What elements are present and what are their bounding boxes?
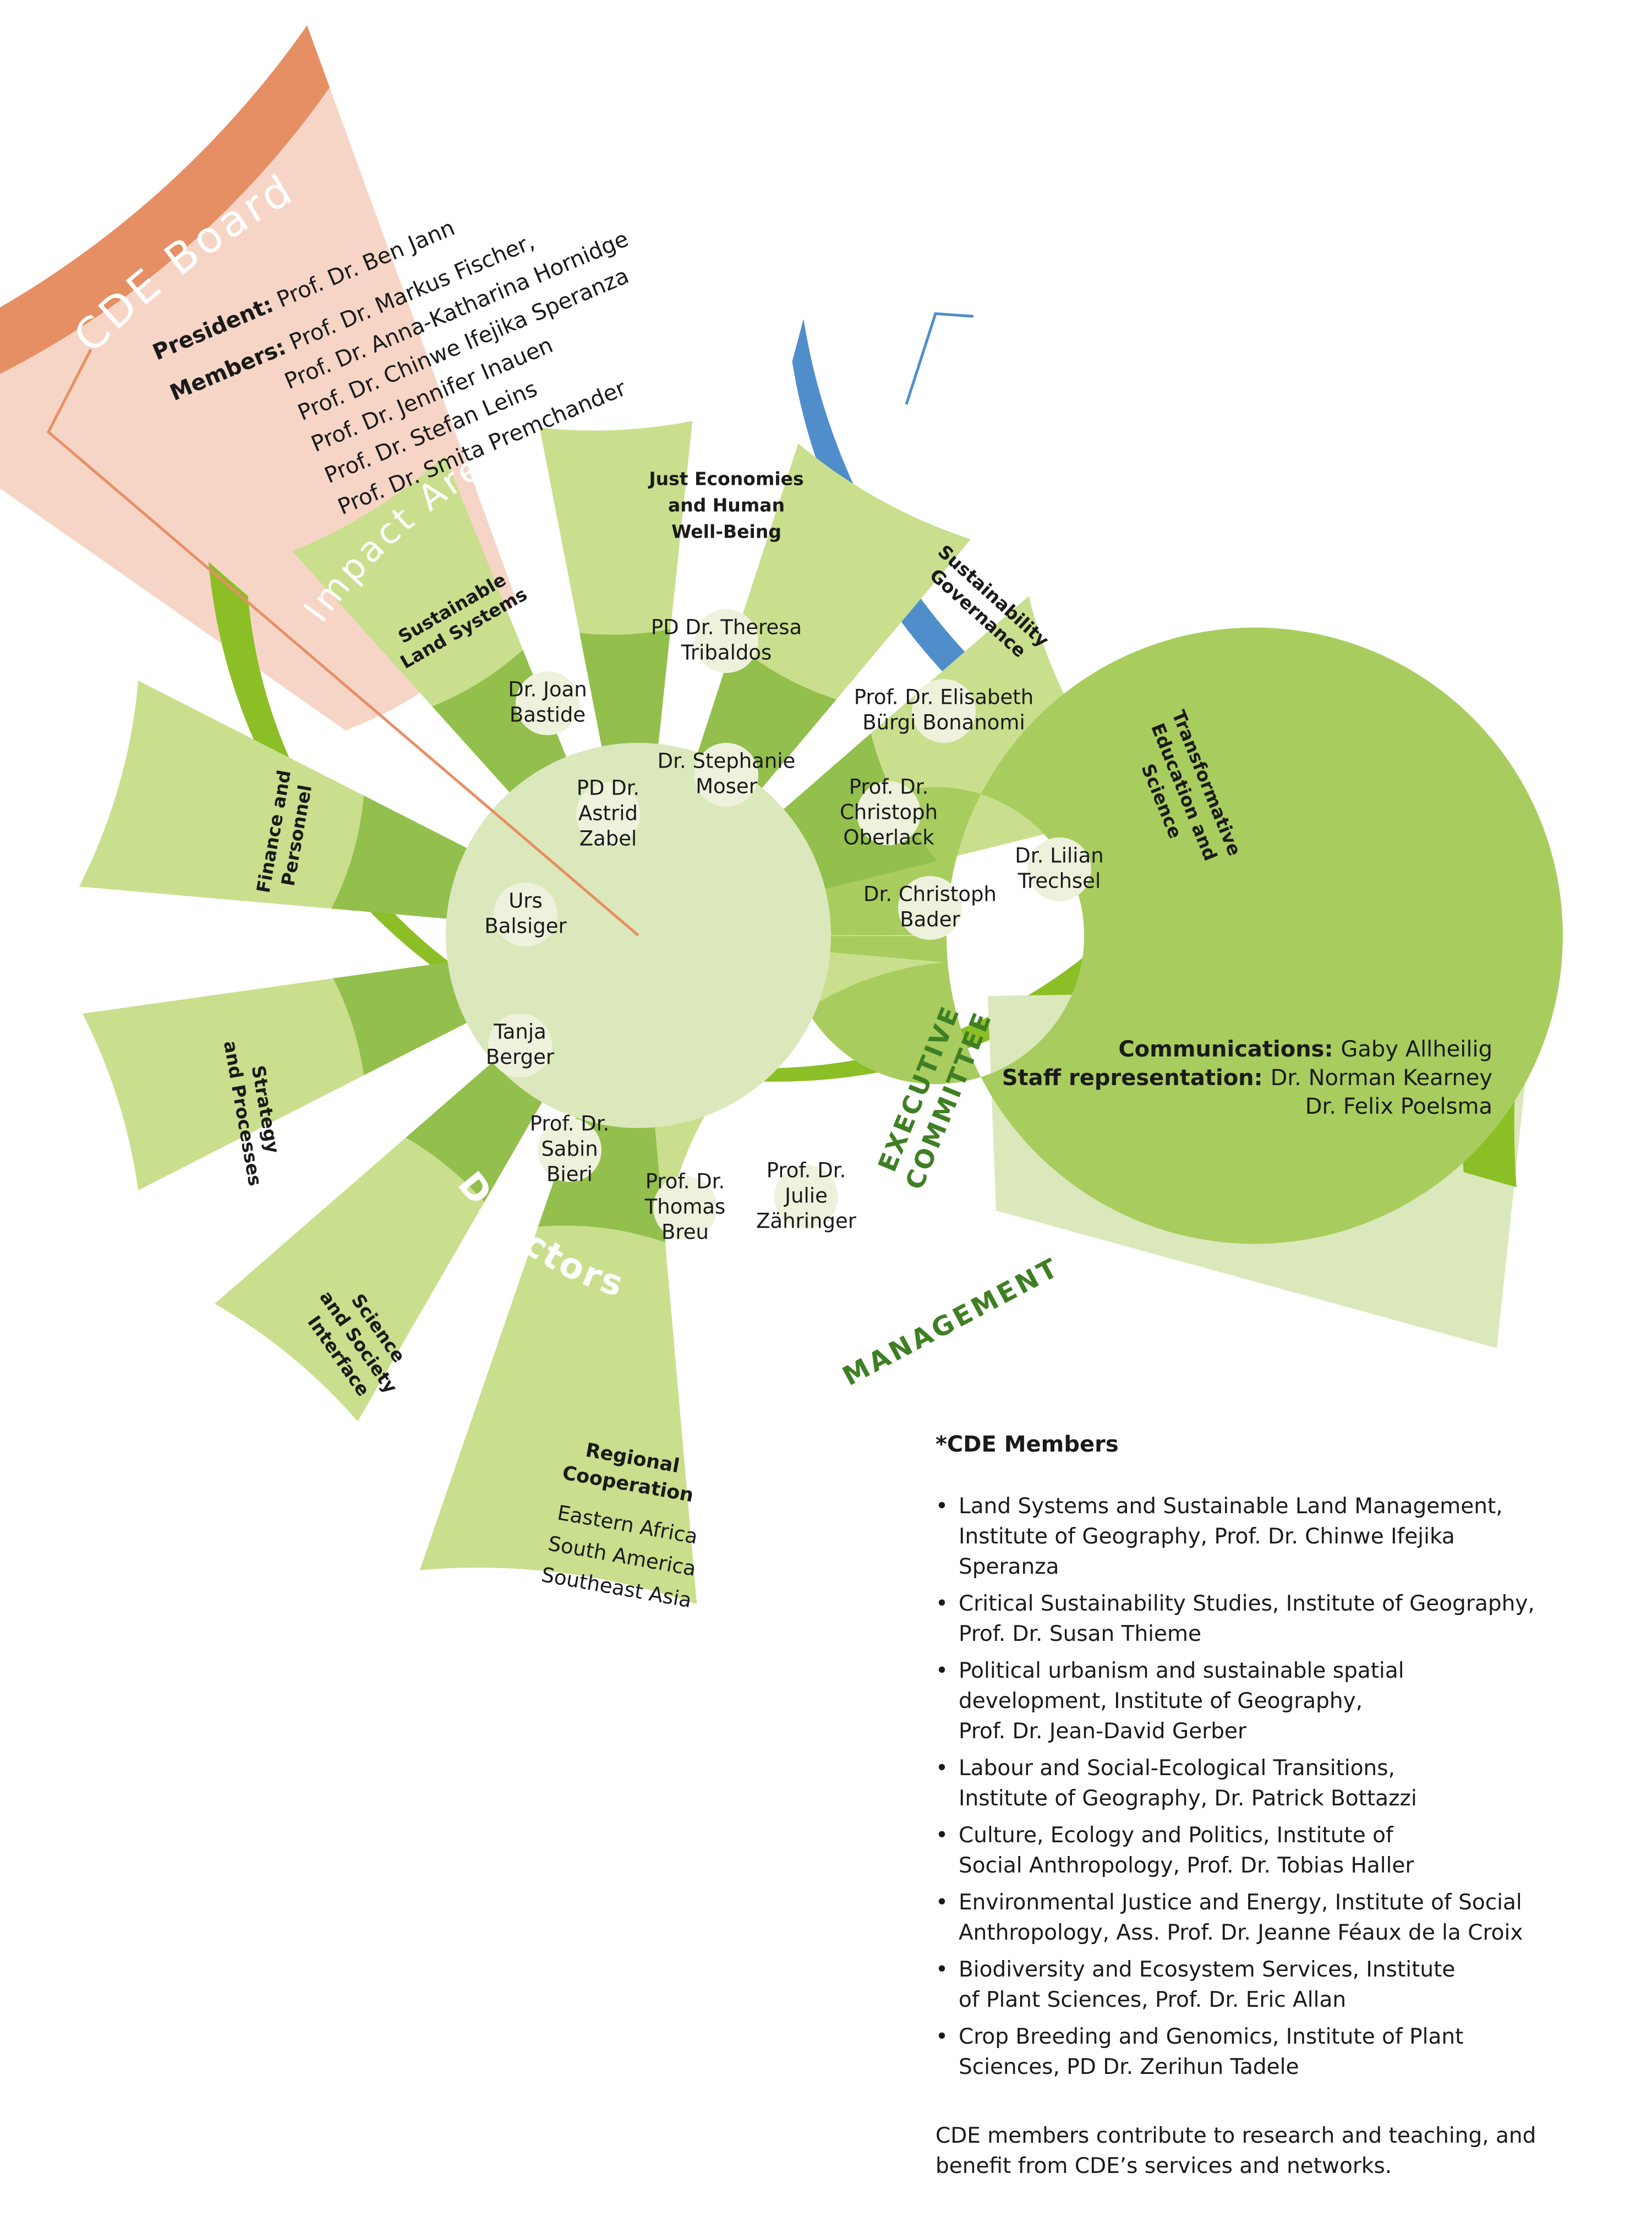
cde-member-line: development, Institute of Geography, xyxy=(959,1689,1363,1714)
cde-member-line: Environmental Justice and Energy, Instit… xyxy=(959,1890,1522,1915)
cde-members-items: • Land Systems and Sustainable Land Manag… xyxy=(936,1491,1541,2082)
cde-members-list: *CDE Members • Land Systems and Sustainab… xyxy=(936,1431,1541,2181)
impact-segment-3 xyxy=(734,444,971,699)
management-title: MANAGEMENT xyxy=(838,1252,1065,1392)
cde-member-line: Institute of Geography, Prof. Dr. Chinwe… xyxy=(959,1524,1455,1549)
main-ring xyxy=(787,627,1563,1244)
cde-member-line: Speranza xyxy=(959,1554,1059,1579)
cde-member-line: Labour and Social-Ecological Transitions… xyxy=(959,1756,1395,1781)
bullet-icon: • xyxy=(936,2024,949,2049)
cde-member-item: • Biodiversity and Ecosystem Services, In… xyxy=(936,1955,1541,2015)
cde-member-item: • Critical Sustainability Studies, Instit… xyxy=(936,1589,1541,1649)
cde-member-item: • Labour and Social-Ecological Transition… xyxy=(936,1753,1541,1814)
impact-segment-1 xyxy=(292,456,523,707)
person-sabin-bieri-circle xyxy=(538,1118,601,1182)
cde-member-item: • Culture, Ecology and Politics, Institut… xyxy=(936,1820,1541,1881)
person-christoph-oberlack-circle xyxy=(857,781,921,845)
person-elisabeth-buergi-circle xyxy=(912,679,976,743)
cde-member-line: Critical Sustainability Studies, Institu… xyxy=(959,1591,1535,1616)
cde-member-line: Social Anthropology, Prof. Dr. Tobias Ha… xyxy=(959,1853,1414,1878)
person-julie-zaehringer-circle xyxy=(774,1165,838,1229)
mgmt-science-society xyxy=(215,1137,484,1422)
cde-member-item: • Political urbanism and sustainable spat… xyxy=(936,1656,1541,1747)
cde-member-line: Sciences, PD Dr. Zerihun Tadele xyxy=(959,2055,1299,2079)
cde-member-line: Biodiversity and Ecosystem Services, Ins… xyxy=(959,1957,1456,1982)
person-stephanie-moser-circle xyxy=(694,743,758,807)
board-header-band xyxy=(0,25,330,374)
cde-member-item: • Land Systems and Sustainable Land Manag… xyxy=(936,1491,1541,1582)
person-joan-bastide-circle xyxy=(516,671,579,735)
cde-members-arc-title: CDE Members* xyxy=(966,294,1276,479)
cde-member-line: Political urbanism and sustainable spati… xyxy=(959,1658,1404,1683)
mgmt-finance xyxy=(79,680,364,909)
cde-member-line: Land Systems and Sustainable Land Manage… xyxy=(959,1494,1503,1519)
bullet-icon: • xyxy=(936,1591,949,1616)
cde-member-line: Prof. Dr. Jean-David Gerber xyxy=(959,1719,1247,1744)
cde-members-footer: CDE members contribute to research and t… xyxy=(936,2121,1541,2181)
cde-member-line: Crop Breeding and Genomics, Institute of… xyxy=(959,2024,1464,2049)
bullet-icon: • xyxy=(936,1756,949,1781)
person-tanja-berger-circle xyxy=(488,1014,552,1077)
cde-member-item: • Crop Breeding and Genomics, Institute o… xyxy=(936,2022,1541,2082)
cde-member-line: Anthropology, Ass. Prof. Dr. Jeanne Féau… xyxy=(959,1920,1523,1945)
mgmt-label-finance: Finance andPersonnel xyxy=(253,768,318,899)
bullet-icon: • xyxy=(936,1658,949,1683)
impact-segment-2 xyxy=(539,421,693,635)
mgmt-strategy xyxy=(82,978,364,1191)
cde-member-line: Culture, Ecology and Politics, Institute… xyxy=(959,1823,1393,1848)
members-connector-line xyxy=(905,312,975,405)
bullet-icon: • xyxy=(936,1957,949,1982)
bullet-icon: • xyxy=(936,1890,949,1915)
cde-member-line: Institute of Geography, Dr. Patrick Bott… xyxy=(959,1786,1417,1811)
person-lilian-trechsel-circle xyxy=(1027,837,1091,901)
cde-members-footer-line: benefit from CDE’s services and networks… xyxy=(936,2154,1392,2178)
person-astrid-zabel-circle xyxy=(576,782,640,846)
person-theresa-tribaldos-circle xyxy=(694,609,758,673)
cde-members-footer-line: CDE members contribute to research and t… xyxy=(936,2123,1536,2148)
cde-member-item: • Environmental Justice and Energy, Insti… xyxy=(936,1887,1541,1948)
person-urs-balsiger-circle xyxy=(494,883,557,946)
bullet-icon: • xyxy=(936,1823,949,1848)
board-connector-line xyxy=(46,348,639,937)
person-thomas-breu-circle xyxy=(653,1176,717,1240)
mgmt-regional xyxy=(419,1225,697,1605)
bullet-icon: • xyxy=(936,1494,949,1519)
cde-member-line: Prof. Dr. Susan Thieme xyxy=(959,1622,1201,1646)
cde-members-list-title: *CDE Members xyxy=(936,1432,1119,1457)
person-christoph-bader-circle xyxy=(898,876,962,940)
cde-member-line: of Plant Sciences, Prof. Dr. Eric Allan xyxy=(959,1988,1347,2012)
